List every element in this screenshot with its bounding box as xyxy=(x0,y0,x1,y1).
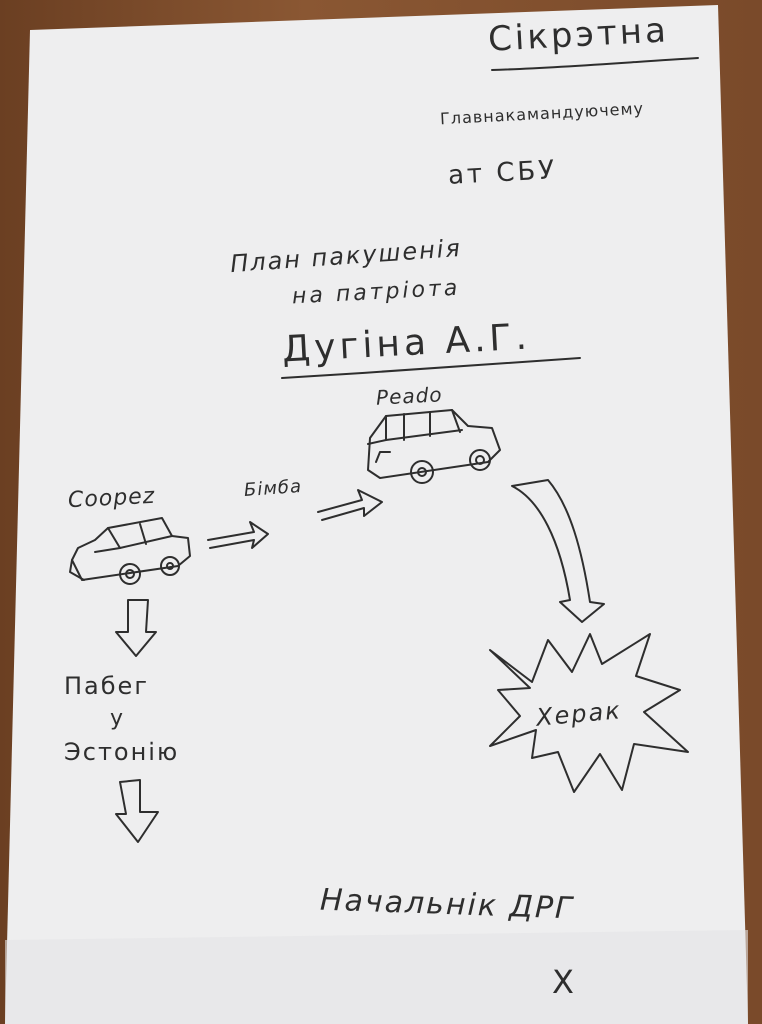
car-left-label: Coopez xyxy=(67,483,156,514)
arrow-down-final xyxy=(115,779,159,843)
car-right-drawing xyxy=(367,409,501,484)
escape-line1: Пабег xyxy=(64,672,149,700)
car-left-drawing xyxy=(69,517,191,585)
arrow-to-jeep xyxy=(317,489,383,521)
classification-label: Сікрэтна xyxy=(487,10,670,60)
car-right-label: Peado xyxy=(375,382,444,410)
escape-line3: Эстонію xyxy=(64,738,180,766)
arrow-down-escape xyxy=(115,599,157,657)
bomb-label: Бімба xyxy=(243,476,303,502)
signature-title: Начальнік ДРГ xyxy=(319,882,575,927)
escape-line2: у xyxy=(110,706,126,731)
paper-shadow xyxy=(5,930,748,1024)
title-underline xyxy=(281,357,581,379)
signature-mark: Х xyxy=(552,963,576,1001)
arrow-to-bomb xyxy=(207,521,269,549)
explosion-burst xyxy=(489,633,689,793)
addressee-line2: ат СБУ xyxy=(447,155,558,191)
arrow-to-explosion xyxy=(511,479,605,623)
classification-underline xyxy=(491,57,699,71)
paper-surface xyxy=(5,5,748,1024)
explosion-label: Херак xyxy=(534,696,623,732)
